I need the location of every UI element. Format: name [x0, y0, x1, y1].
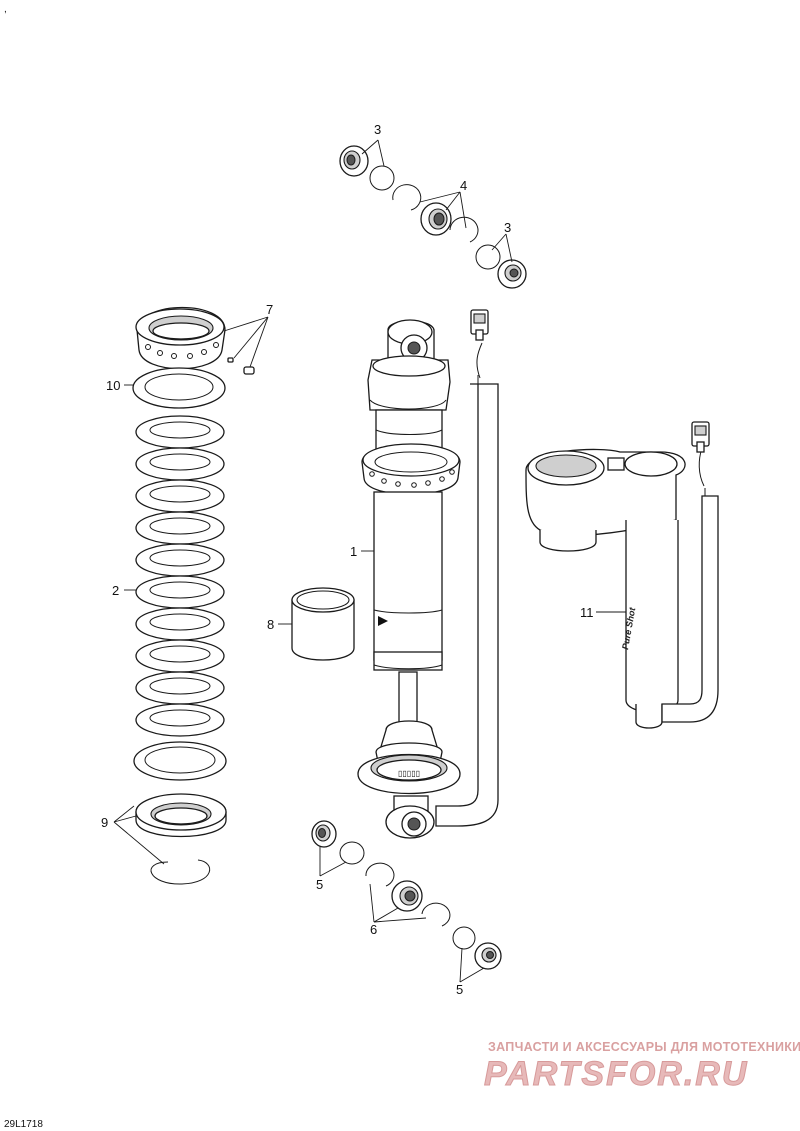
spring-coil-inner: [149, 549, 211, 567]
washer-upper-right: [475, 244, 501, 270]
spring-coil: [135, 703, 225, 737]
adjuster-pin: [227, 357, 234, 363]
callout-7: 7: [266, 302, 273, 317]
spring-coil: [135, 607, 225, 641]
spring-coil-inner: [149, 645, 211, 663]
watermark-logo-text: PARTSFOR.RU: [484, 1055, 748, 1093]
washer-lower-left: [339, 841, 365, 865]
callout-3-top: 3: [374, 122, 381, 137]
callout-labels: 3 4 3 7 10 2 1 8 9 11 5 6 5: [101, 122, 594, 997]
bushing-upper-right: [497, 259, 527, 289]
snap-ring-upper-2: [449, 216, 479, 243]
watermark-tagline: ЗАПЧАСТИ И АКСЕССУАРЫ ДЛЯ МОТОТЕХНИКИ: [488, 1040, 800, 1054]
callout-3-right: 3: [504, 220, 511, 235]
spring-coil-inner: [149, 453, 211, 471]
coil-spring: [135, 415, 225, 737]
bushing-lower-left: [311, 820, 337, 848]
callout-10: 10: [106, 378, 120, 393]
spring-coil-inner: [149, 677, 211, 695]
callout-9: 9: [101, 815, 108, 830]
spring-coil-inner: [149, 485, 211, 503]
spring-coil: [135, 479, 225, 513]
spring-coil-inner: [149, 709, 211, 727]
snap-ring-lower-1: [365, 862, 395, 887]
lower-spring-seat: [133, 741, 227, 885]
top-bushing-group: [339, 145, 527, 289]
spring-coil-inner: [149, 613, 211, 631]
snap-ring-upper-1: [392, 184, 422, 211]
callout-5-right: 5: [456, 982, 463, 997]
bearing-lower: [391, 880, 423, 912]
spring-coil-inner: [149, 581, 211, 599]
drawing-number: 29L1718: [4, 1119, 43, 1130]
bearing-upper: [420, 202, 452, 236]
snap-ring-lower-2: [421, 902, 451, 927]
adjuster-set-screw: [243, 366, 255, 375]
callout-1: 1: [350, 544, 357, 559]
bushing-lower-right: [474, 942, 502, 970]
spring-coil: [135, 639, 225, 673]
spring-coil: [135, 415, 225, 449]
spring-adjuster-ring: [135, 306, 226, 370]
bushing-upper-left: [339, 145, 369, 177]
spring-washer: [132, 367, 226, 409]
callout-8: 8: [267, 617, 274, 632]
callout-2: 2: [112, 583, 119, 598]
spring-coil: [135, 511, 225, 545]
spring-coil: [135, 543, 225, 577]
spring-coil: [135, 671, 225, 705]
spring-coil-inner: [149, 517, 211, 535]
callout-4: 4: [460, 178, 467, 193]
spring-coil: [135, 575, 225, 609]
callout-6: 6: [370, 922, 377, 937]
shock-absorber: ▯▯▯▯▯: [357, 309, 499, 839]
spring-coil: [135, 447, 225, 481]
leader-lines: [113, 139, 626, 983]
washer-lower-right: [452, 926, 476, 950]
spring-coil-inner: [149, 421, 211, 439]
remote-reservoir: Pure Shot: [525, 421, 719, 729]
corner-mark: ,: [4, 4, 7, 15]
plate-marking: ▯▯▯▯▯: [398, 769, 420, 778]
sleeve: [291, 587, 355, 661]
washer-upper-left: [369, 165, 395, 191]
arrow-marker: [378, 616, 388, 626]
callout-11: 11: [580, 605, 594, 620]
callout-5-left: 5: [316, 877, 323, 892]
watermark: ЗАПЧАСТИ И АКСЕССУАРЫ ДЛЯ МОТОТЕХНИКИ PA…: [484, 1040, 800, 1094]
bottom-bushing-group: [311, 820, 502, 970]
